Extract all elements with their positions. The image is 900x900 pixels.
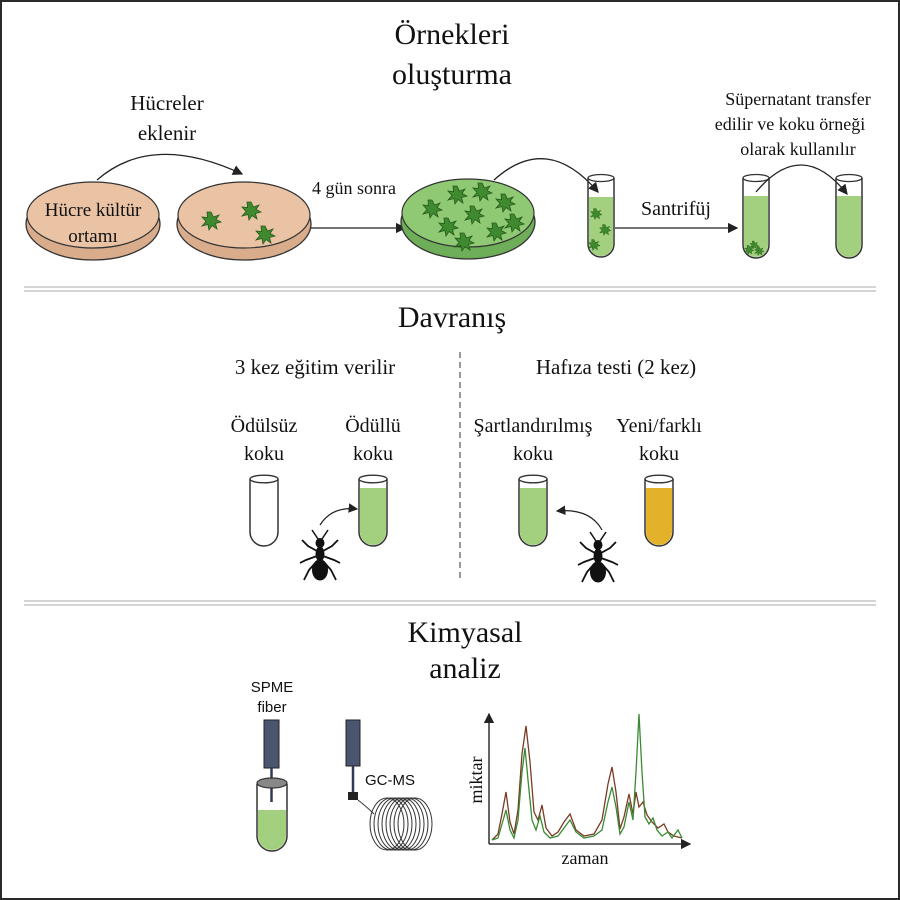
unrewarded-odor-tube <box>249 474 279 547</box>
novel-odor-label-line1: Yeni/farklı <box>616 415 702 437</box>
centrifuged-tube <box>742 173 770 259</box>
ant-to-rewarded-arrow <box>319 503 359 526</box>
ant-to-conditioned-arrow <box>555 505 603 531</box>
gc-column-coil <box>357 797 433 851</box>
seeded-dish <box>176 181 312 261</box>
chromatogram-ylabel: miktar <box>466 757 486 804</box>
rewarded-odor-label-line1: Ödüllü <box>345 414 401 437</box>
conditioned-odor-label-line1: Şartlandırılmış <box>474 415 593 437</box>
memory-test-title: Hafıza testi (2 kez) <box>536 355 696 379</box>
chemical-title-line2: analiz <box>429 652 501 685</box>
chemical-title-line1: Kimyasal <box>408 616 523 649</box>
grown-culture-dish <box>400 178 536 260</box>
centrifuge-label: Santrifüj <box>641 198 711 220</box>
rewarded-odor-tube <box>358 474 388 547</box>
novel-odor-tube <box>644 474 674 547</box>
add-cells-arrow <box>96 153 244 181</box>
conditioned-odor-label-line2: koku <box>513 443 553 465</box>
sample-title-line1: Örnekleri <box>395 18 510 51</box>
ant-training <box>299 529 341 581</box>
supernatant-transfer-arrow <box>755 164 848 196</box>
supernatant-label-line1: Süpernatant transfer <box>725 89 870 109</box>
supernatant-tube <box>835 173 863 259</box>
novel-odor-label-line2: koku <box>639 443 679 465</box>
chromatogram-trace-green <box>491 713 683 841</box>
rewarded-odor-label-line2: koku <box>353 443 393 465</box>
training-title: 3 kez eğitim verilir <box>235 355 395 379</box>
chromatogram <box>483 712 692 850</box>
spme-label-line1: SPME <box>251 679 294 696</box>
add-cells-label-line1: Hücreler <box>130 91 203 115</box>
chromatogram-trace-brown <box>491 725 683 841</box>
ant-memory-test <box>577 531 619 583</box>
culture-medium-dish <box>25 181 161 261</box>
supernatant-label-line3: olarak kullanılır <box>740 139 855 159</box>
chromatogram-xlabel: zaman <box>562 848 609 868</box>
section-divider <box>24 600 876 606</box>
section-divider <box>24 286 876 292</box>
transfer-to-tube-arrow <box>493 158 599 193</box>
unrewarded-odor-label-line1: Ödülsüz <box>231 414 298 437</box>
spme-sample-vial <box>256 777 288 852</box>
gcms-injector <box>345 719 361 800</box>
conditioned-odor-tube <box>518 474 548 547</box>
unrewarded-odor-label-line2: koku <box>244 443 284 465</box>
culture-tube <box>587 173 615 258</box>
gcms-label: GC-MS <box>365 772 415 789</box>
sample-title-line2: oluşturma <box>392 58 512 91</box>
add-cells-label-line2: eklenir <box>138 121 196 145</box>
after-days-label: 4 gün sonra <box>312 178 396 198</box>
culture-medium-label-line2: ortamı <box>68 226 118 247</box>
spme-fiber-device <box>263 719 280 802</box>
supernatant-label-line2: edilir ve koku örneği <box>715 114 865 134</box>
spme-label-line2: fiber <box>257 699 286 716</box>
culture-medium-label-line1: Hücre kültür <box>45 200 142 221</box>
behavior-title: Davranış <box>398 301 506 334</box>
